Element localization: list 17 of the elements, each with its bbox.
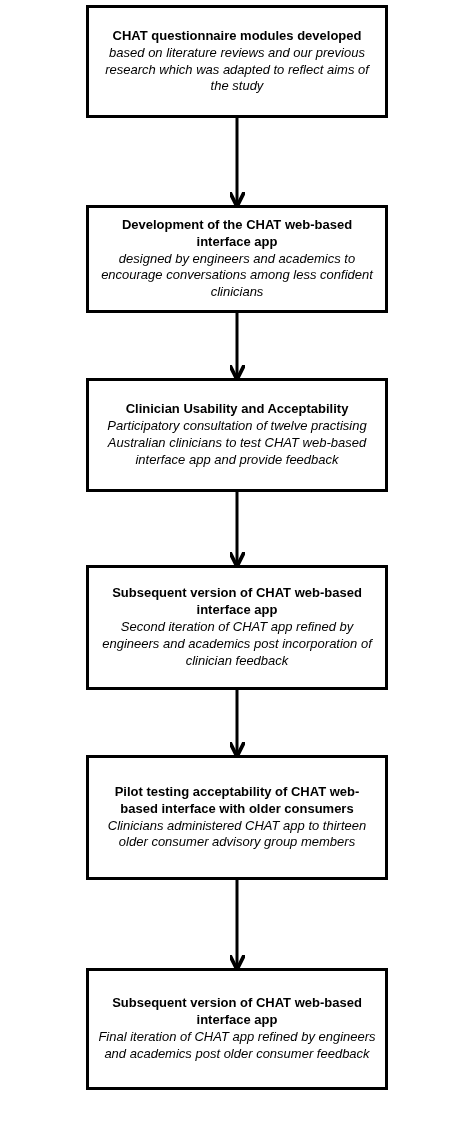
step-description: based on literature reviews and our previous research which was adapted to reflect aims of the study [104, 44, 371, 96]
step-description: Clinicians administered CHAT app to thirteen older consumer advisory group members [106, 817, 368, 852]
step-heading: Subsequent version of CHAT web-based interface app [111, 585, 363, 620]
step-description: Second iteration of CHAT app refined by engineers and academics post incorporation of clinician feedback [101, 619, 374, 670]
step-heading: CHAT questionnaire modules developed [112, 27, 362, 45]
step-description: Participatory consultation of twelve practising Australian clinicians to test CHAT web-based interface app and provide feedback [106, 418, 368, 469]
process-box [86, 968, 388, 1090]
step-heading: Subsequent version of CHAT web-based interface app [111, 995, 363, 1029]
process-box [86, 755, 388, 880]
process-box [86, 565, 388, 690]
step-description: Final iteration of CHAT app refined by engineers and academics post older consumer feedback [97, 1029, 377, 1063]
process-box [86, 5, 388, 118]
step-heading: Clinician Usability and Acceptability [125, 401, 349, 419]
process-box [86, 378, 388, 492]
step-description: designed by engineers and academics to encourage conversations among less confident clinicians [100, 250, 375, 302]
process-box [86, 205, 388, 313]
step-heading: Pilot testing acceptability of CHAT web-based interface with older consumers [113, 783, 361, 818]
